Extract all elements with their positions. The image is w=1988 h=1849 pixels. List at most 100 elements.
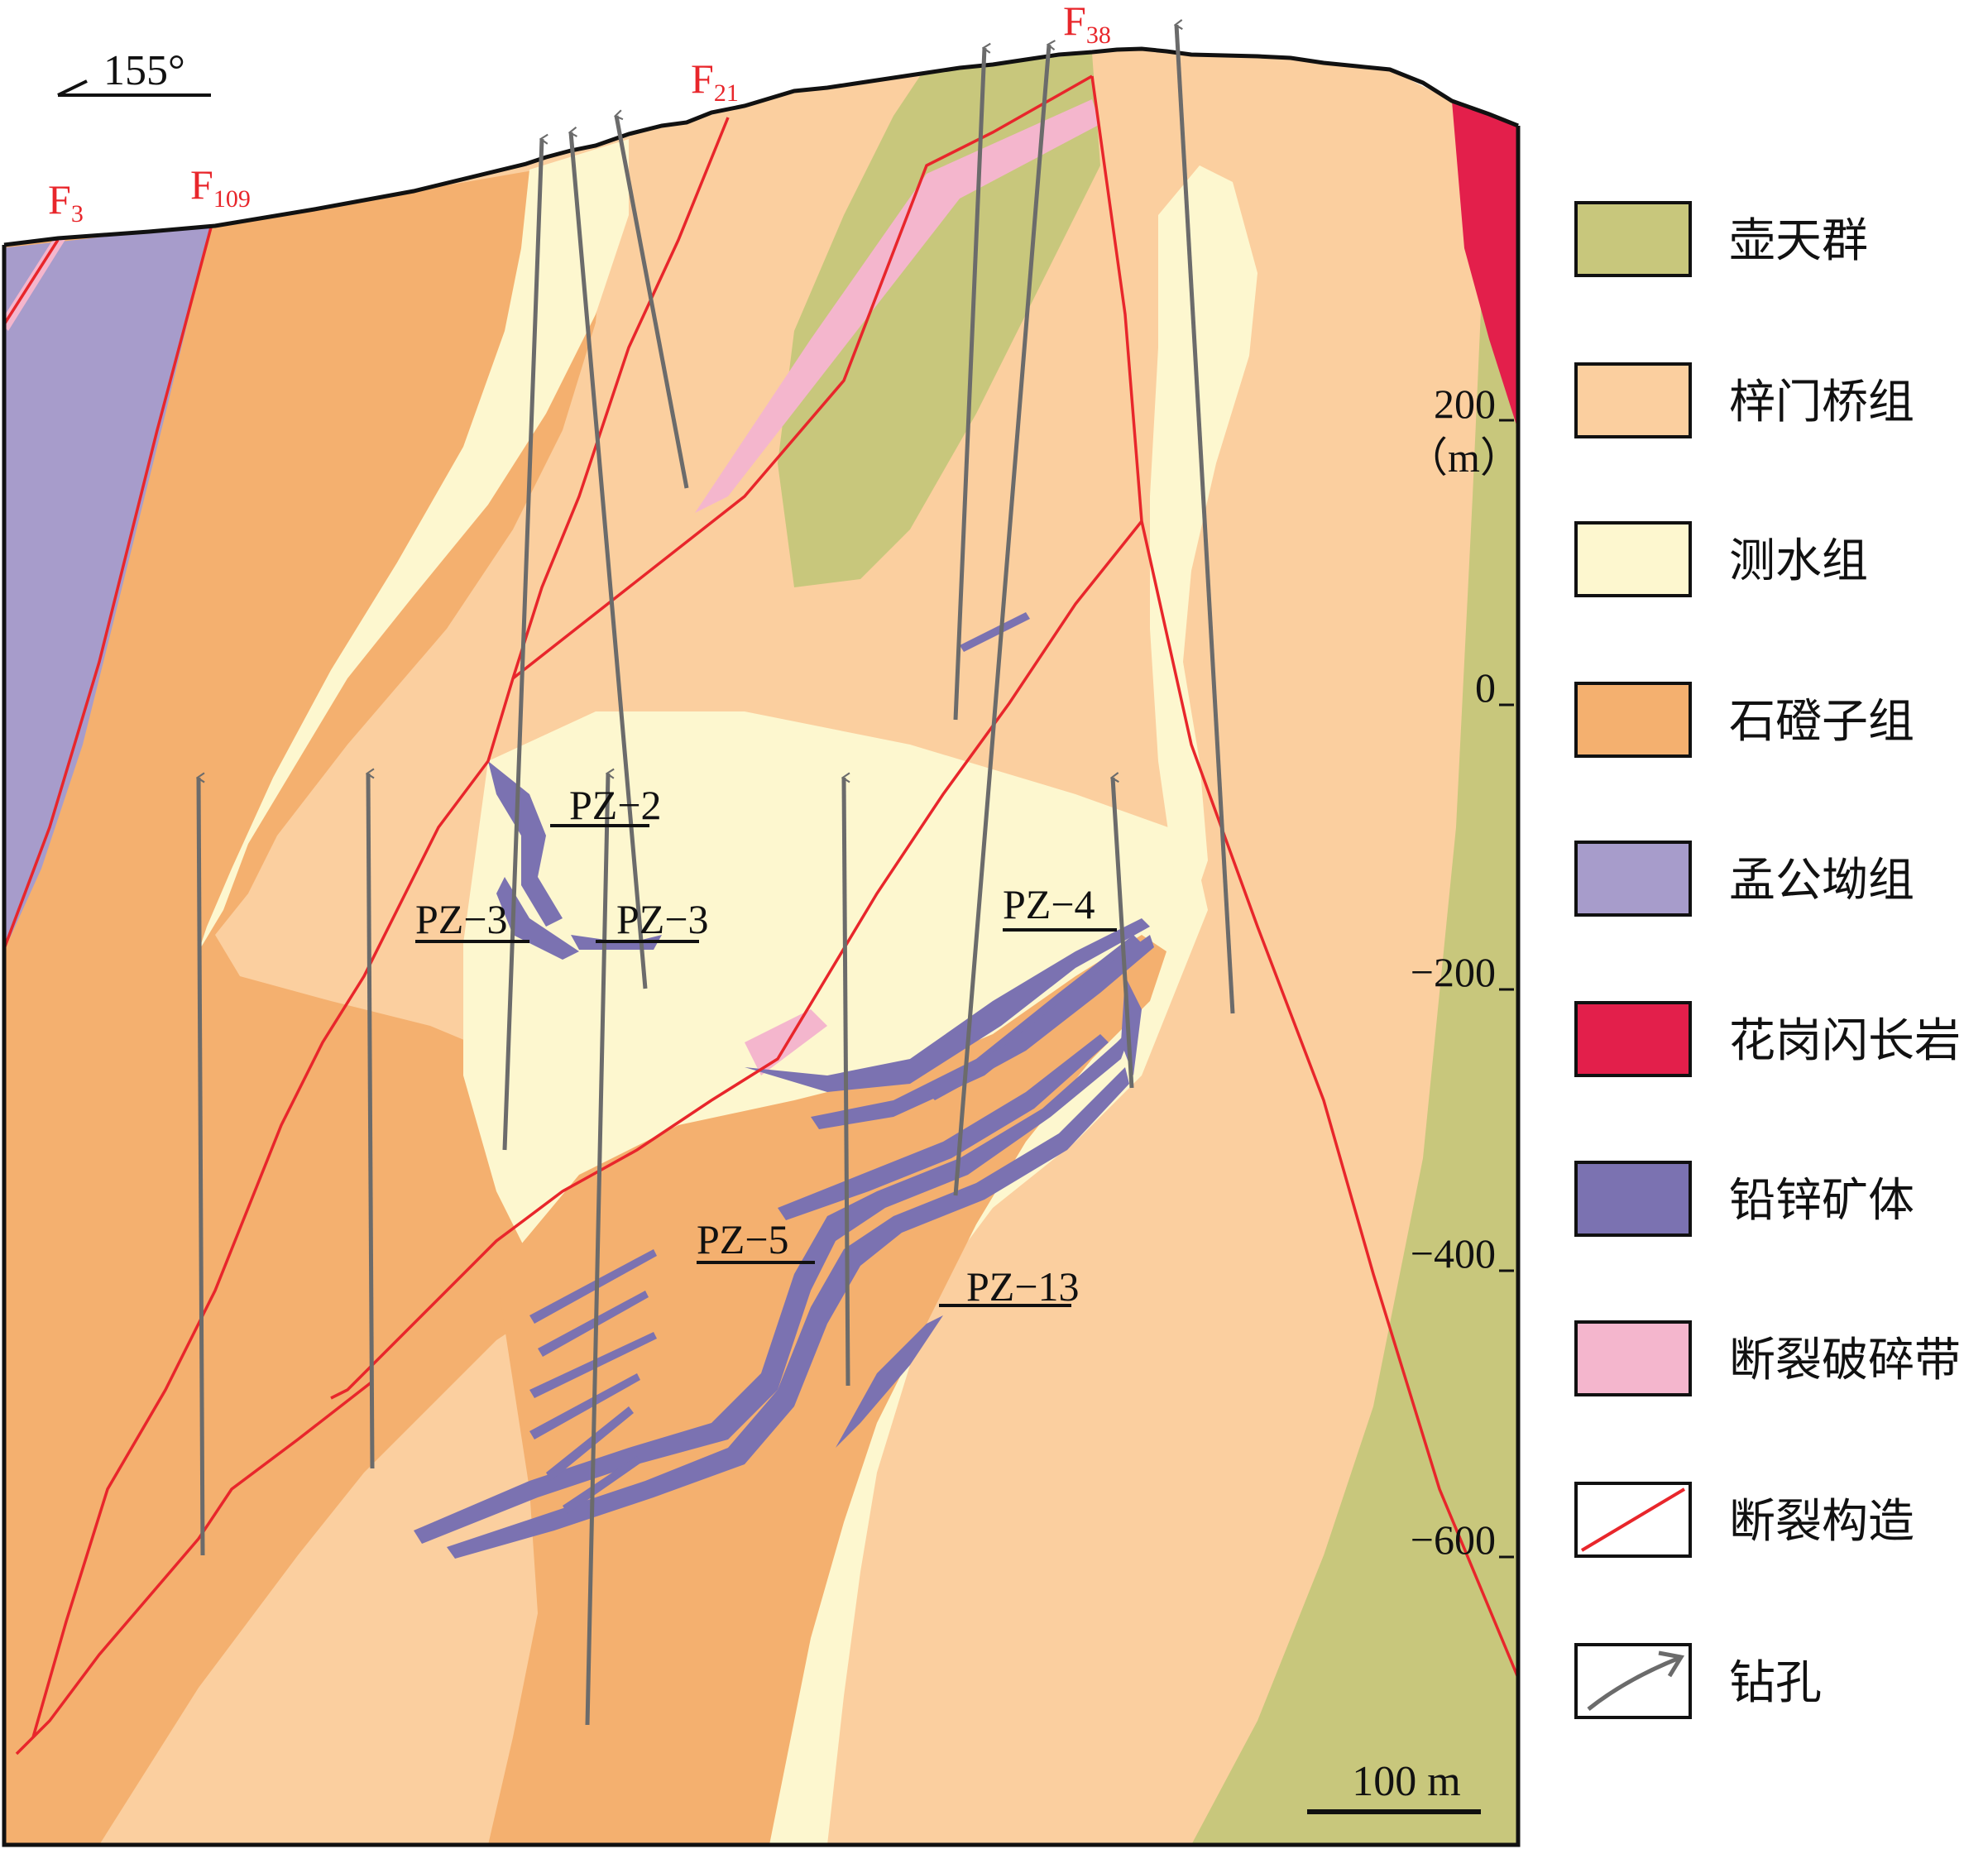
drillhole-5	[1113, 778, 1134, 1089]
legend: 壶天群 梓门桥组 测水组 石磴子组 孟公坳组 花岗闪长岩 铅锌矿体 断裂破碎带	[1574, 201, 1961, 1719]
legend-item-orebody: 铅锌矿体	[1574, 1161, 1914, 1237]
legend-label-fracture-zone: 断裂破碎带	[1729, 1334, 1961, 1387]
section-frame	[2, 126, 1521, 1847]
fault-line-f3	[4, 239, 60, 332]
drillhole-4	[844, 778, 848, 1387]
legend-swatch-orebody	[1574, 1161, 1692, 1237]
fault-line-f21	[31, 117, 730, 1738]
orebody-labels: PZ−2 PZ−3 PZ−3 PZ−4 PZ−5 PZ−13	[415, 782, 1117, 1310]
legend-swatch-shidengzi	[1574, 682, 1692, 758]
elevation-tick-label-0: 0	[1475, 664, 1496, 711]
legend-label-shidengzi: 石磴子组	[1729, 695, 1914, 749]
legend-item-drillhole: 钻孔	[1574, 1643, 1822, 1719]
legend-item-zimenqiao: 梓门桥组	[1574, 362, 1914, 438]
elevation-tick-label-minus600: −600	[1411, 1516, 1496, 1563]
legend-label-orebody: 铅锌矿体	[1729, 1174, 1914, 1228]
legend-swatch-fracture-zone	[1574, 1320, 1692, 1396]
legend-item-menggongao: 孟公坳组	[1574, 841, 1914, 917]
orebody-pz5-c	[778, 1034, 1109, 1220]
drillhole-3	[585, 774, 608, 1726]
drillhole-6	[502, 139, 542, 1151]
orientation-label: 155°	[103, 47, 185, 94]
legend-label-menggongao: 孟公坳组	[1729, 854, 1914, 908]
orebody-label-pz3-left: PZ−3	[415, 896, 508, 942]
unit-hutian-east	[1191, 124, 1518, 1845]
legend-label-drillhole: 钻孔	[1729, 1656, 1822, 1710]
drillhole-7	[571, 132, 648, 989]
orebody-pz4-b	[811, 935, 1142, 1129]
legend-label-zimenqiao: 梓门桥组	[1729, 376, 1914, 429]
orebody-vein-1	[529, 1249, 657, 1324]
orebody-label-pz2: PZ−2	[569, 782, 662, 828]
drillhole-2	[368, 774, 372, 1469]
elevation-tick-label-minus400: −400	[1411, 1230, 1496, 1277]
orebody-pz2	[488, 761, 563, 927]
fault-line-f38	[1090, 75, 1518, 1689]
fracture-zone-f3	[4, 238, 66, 331]
fault-lines	[4, 74, 1518, 1756]
fault-labels: F3 F109 F21 F38	[48, 0, 1111, 228]
scale-bar: 100 m	[1307, 1758, 1481, 1814]
legend-swatch-ceshui	[1574, 521, 1692, 597]
elevation-tick-label-minus200: −200	[1411, 949, 1496, 995]
orebody-label-pz3-right: PZ−3	[616, 896, 709, 942]
drillhole-11	[1176, 25, 1235, 1014]
legend-label-granodiorite: 花岗闪长岩	[1729, 1014, 1961, 1068]
orebody-pz5-b	[447, 1067, 1129, 1559]
orebody-small-1	[960, 612, 1030, 652]
legend-item-shidengzi: 石磴子组	[1574, 682, 1914, 758]
unit-ceshui-east	[1150, 165, 1257, 910]
orebody-pz3-a	[496, 877, 579, 960]
orebody-vein-5	[546, 1406, 634, 1481]
section-body	[4, 50, 1518, 1845]
legend-swatch-hutian	[1574, 201, 1692, 277]
drillhole-8	[616, 116, 689, 489]
legend-item-granodiorite: 花岗闪长岩	[1574, 1001, 1961, 1077]
fault-label-f21: F21	[691, 55, 739, 107]
scale-bar-label: 100 m	[1352, 1758, 1460, 1805]
legend-drillhole-arrow-icon	[1587, 1655, 1680, 1711]
fault-line-lower	[15, 1380, 374, 1756]
legend-swatch-granodiorite	[1574, 1001, 1692, 1077]
unit-menggongao	[4, 225, 211, 960]
elevation-axis: 200 （m） 0 −200 −400 −600	[1406, 381, 1521, 1563]
drillholes	[199, 25, 1235, 1726]
unit-granodiorite	[1452, 101, 1518, 430]
unit-shidengzi-west	[4, 170, 629, 1845]
topographic-surface	[3, 46, 1519, 247]
drillhole-1	[199, 778, 203, 1556]
legend-swatch-zimenqiao	[1574, 362, 1692, 438]
orebody-vein-6	[563, 1456, 641, 1514]
orebody-label-pz13: PZ−13	[966, 1263, 1080, 1310]
drillhole-9	[953, 48, 984, 721]
orientation-marker: 155°	[57, 47, 211, 97]
orebody-label-pz5: PZ−5	[697, 1216, 789, 1262]
legend-item-fault: 断裂构造	[1574, 1482, 1914, 1558]
orebody-pz13	[836, 1315, 943, 1448]
fault-line-f109	[4, 227, 213, 960]
elevation-unit: （m）	[1406, 434, 1521, 481]
fault-line-f21-branch	[511, 74, 1093, 680]
orebody-label-pz4: PZ−4	[1003, 881, 1095, 927]
orebody-pz4-a	[745, 918, 1150, 1092]
unit-hutian-central	[778, 53, 1100, 587]
orebody-vein-4	[529, 1373, 640, 1439]
unit-ceshui-west	[199, 139, 629, 951]
legend-item-ceshui: 测水组	[1574, 521, 1868, 597]
elevation-tick-label-200: 200	[1434, 381, 1496, 427]
legend-label-fault: 断裂构造	[1729, 1495, 1914, 1549]
legend-label-ceshui: 测水组	[1729, 534, 1868, 588]
fault-line-f38-branch	[330, 520, 1143, 1400]
orebodies	[414, 612, 1154, 1559]
orebody-vein-2	[538, 1291, 649, 1357]
legend-item-hutian: 壶天群	[1574, 201, 1868, 277]
drillhole-10	[953, 45, 1049, 1196]
legend-item-fracture-zone: 断裂破碎带	[1574, 1320, 1961, 1396]
fault-label-f38: F38	[1063, 0, 1111, 49]
orientation-arrow-tick	[57, 79, 88, 97]
fault-label-f109: F109	[190, 161, 251, 213]
legend-fault-line-icon	[1580, 1487, 1686, 1552]
unit-shidengzi-central	[488, 935, 1166, 1845]
fault-label-f3: F3	[48, 176, 84, 228]
